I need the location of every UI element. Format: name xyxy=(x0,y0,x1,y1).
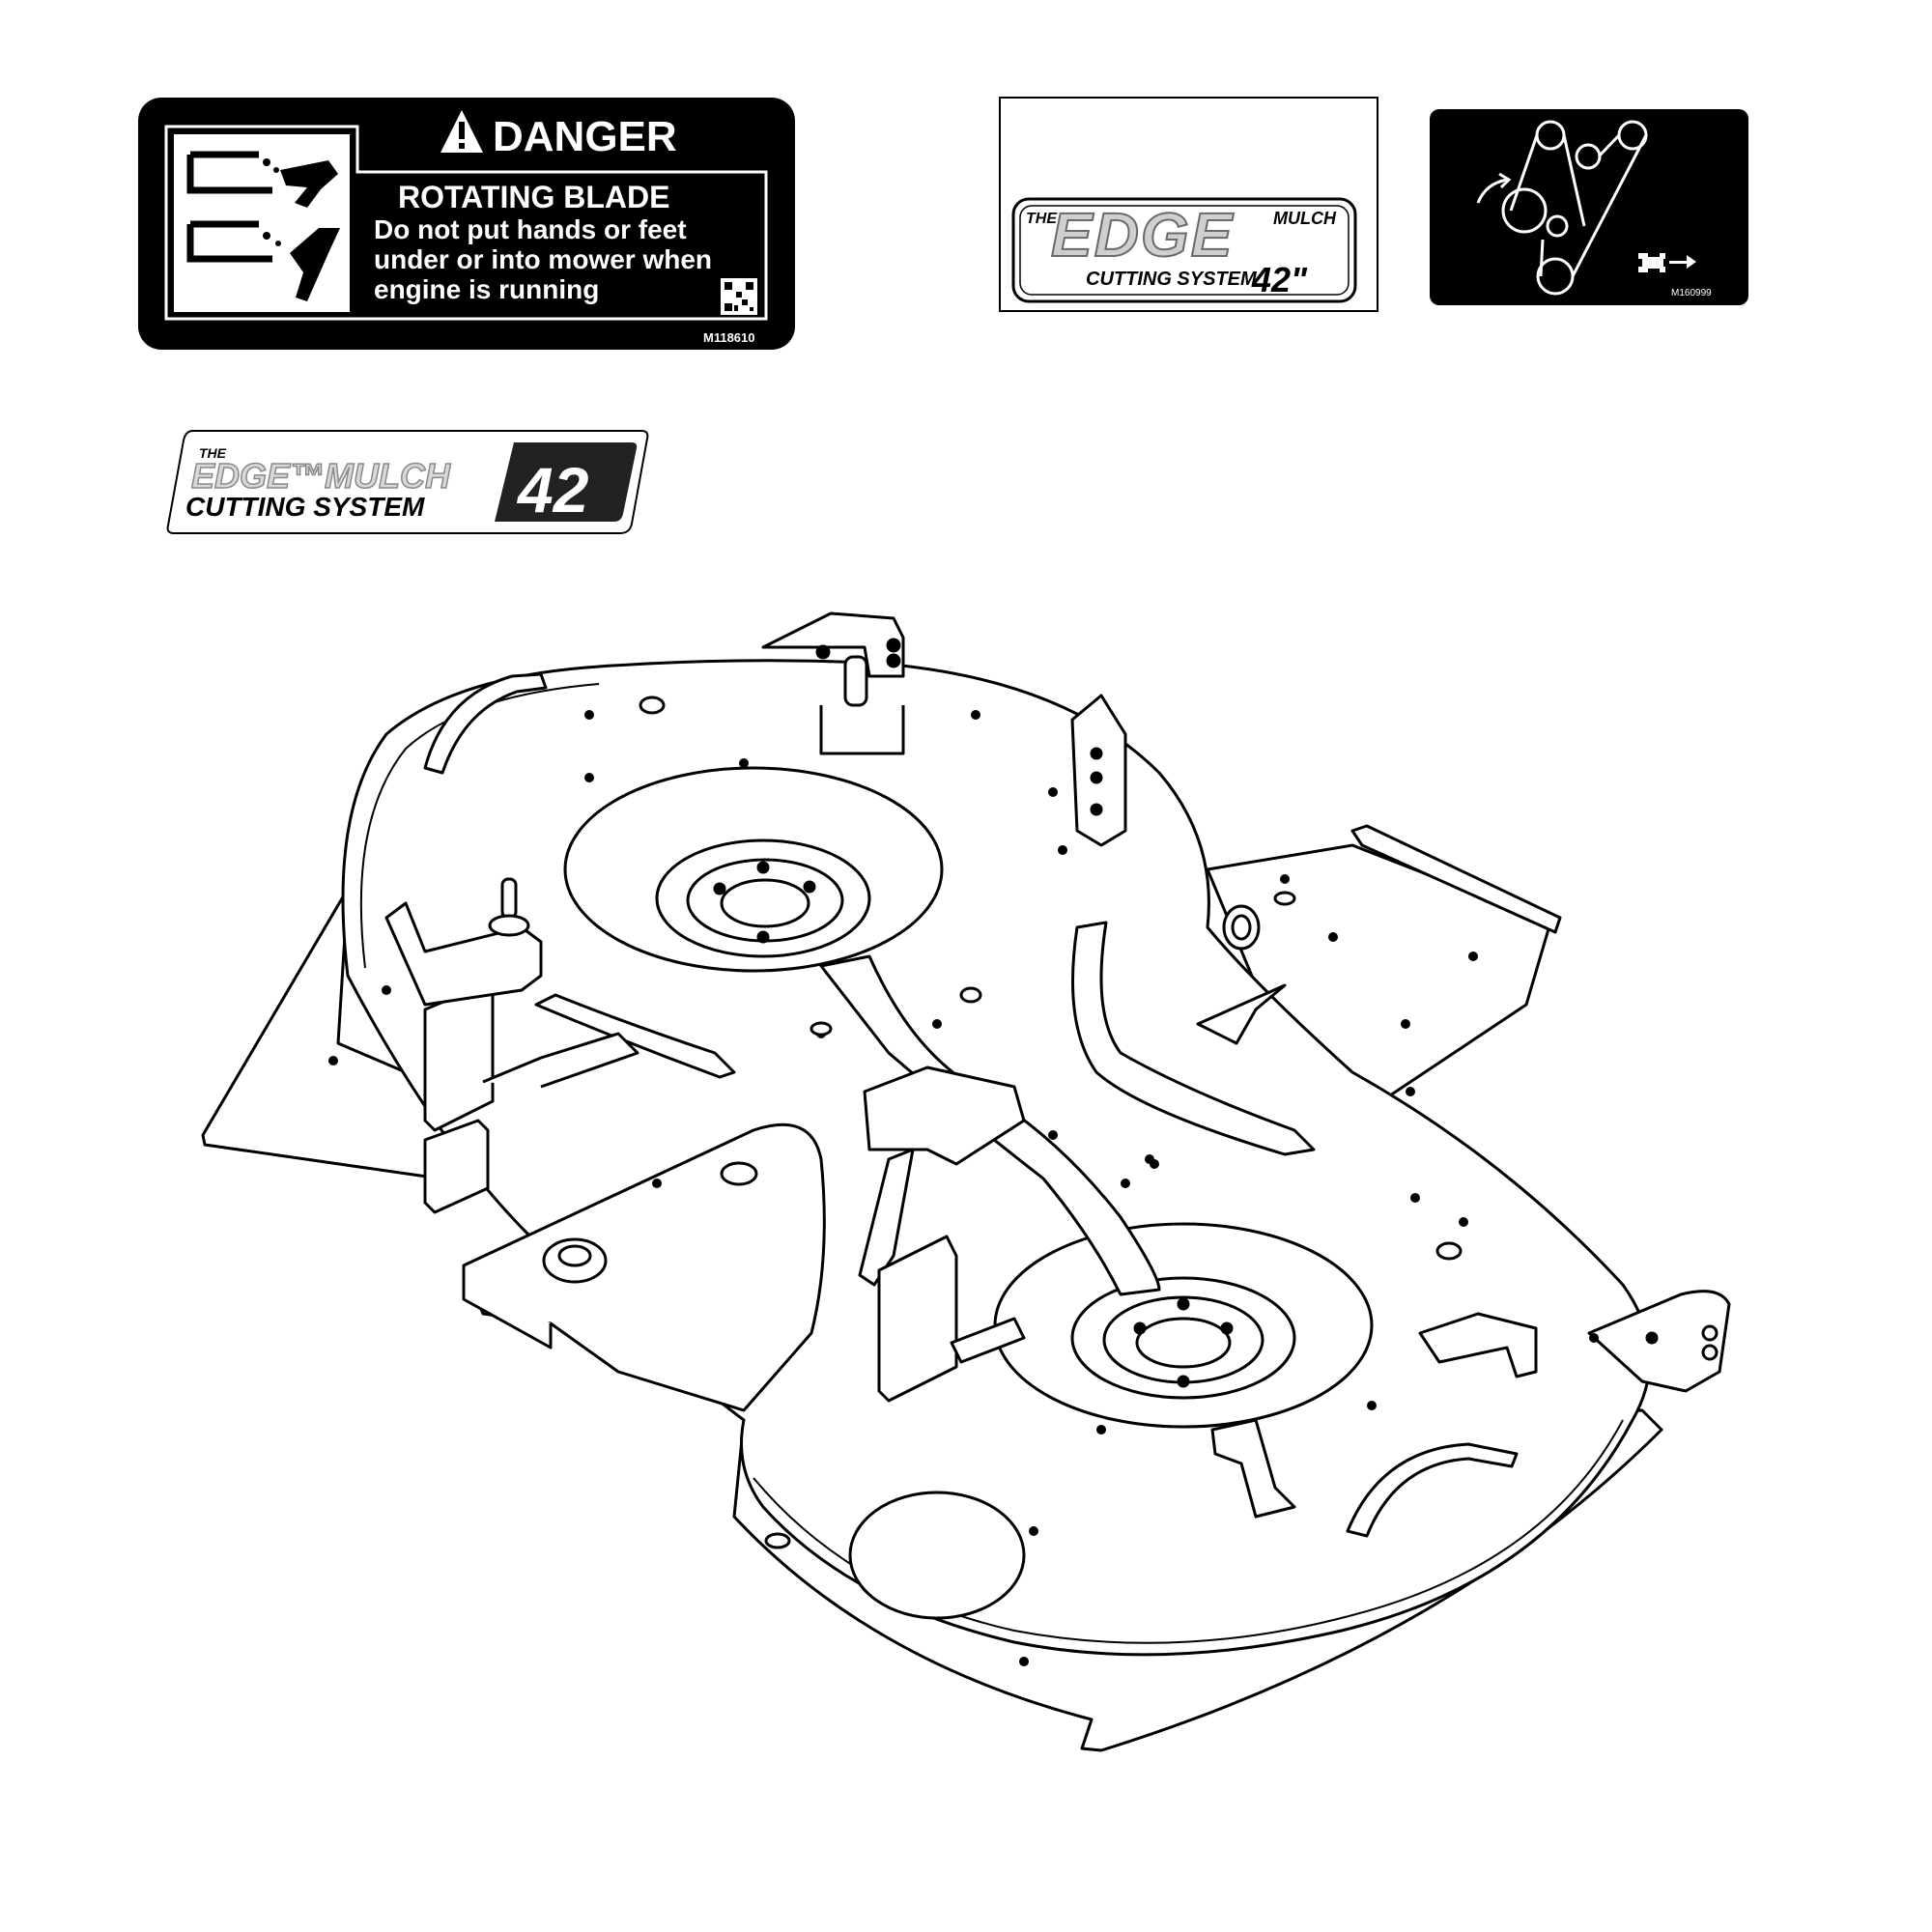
danger-line-1: Do not put hands or feet xyxy=(374,214,687,244)
baffle-strip-1 xyxy=(1071,921,1316,1156)
belt-routing-icon xyxy=(1476,120,1648,296)
deck-shell xyxy=(341,659,1652,1657)
danger-label: DANGER ROTATING BLADE Do not put hands o… xyxy=(138,98,795,350)
edge-mulch-label-old: THE EDGE MULCH CUTTING SYSTEM 42" xyxy=(999,97,1378,312)
right-spindle xyxy=(993,1222,1374,1429)
rear-top-bracket xyxy=(761,611,905,678)
qr-code-icon xyxy=(721,278,757,315)
left-spindle xyxy=(563,766,944,973)
belt-routing-label: M160999 xyxy=(1430,109,1748,305)
lower-left-hanger xyxy=(877,1235,958,1403)
left-lift-handle xyxy=(423,672,548,775)
edge-old-the: THE xyxy=(1026,211,1058,227)
edge-new-the: THE xyxy=(199,445,227,461)
left-bracket-lower xyxy=(423,1119,490,1214)
right-upper-bracket xyxy=(1070,694,1127,847)
mower-deck-drawing xyxy=(201,611,1731,1752)
danger-line-3: engine is running xyxy=(374,274,599,304)
left-pivot-arm xyxy=(384,901,543,1007)
lower-center-clip xyxy=(1210,1418,1296,1519)
rear-oval-boss xyxy=(848,1491,1026,1620)
baffle-strip-2 xyxy=(534,993,736,1079)
edge-new-size: 42 xyxy=(516,454,589,526)
danger-header: DANGER xyxy=(493,113,677,160)
tractor-direction-icon xyxy=(1638,253,1696,272)
right-hanger-plate xyxy=(1587,1290,1731,1393)
edge-old-mulch: MULCH xyxy=(1273,209,1337,228)
deck-holes xyxy=(328,710,1599,1666)
edge-old-cutting-system: CUTTING SYSTEM xyxy=(1086,269,1258,290)
belt-part-number: M160999 xyxy=(1671,288,1712,298)
rear-right-clip xyxy=(1418,1312,1538,1378)
edge-new-cutting-system: CUTTING SYSTEM xyxy=(185,492,425,522)
center-bracket xyxy=(863,1065,1026,1166)
edge-new-edge-mulch: EDGE™MULCH xyxy=(191,456,451,496)
hand-foot-pictogram-icon xyxy=(174,134,350,312)
edge-mulch-label-new: THE EDGE™MULCH CUTTING SYSTEM 42 xyxy=(166,430,649,534)
danger-line-2: under or into mower when xyxy=(374,244,712,274)
danger-part-number: M118610 xyxy=(703,330,755,345)
edge-old-size: 42" xyxy=(1251,260,1308,299)
warning-triangle-icon xyxy=(440,110,483,153)
right-lift-handle xyxy=(1346,1442,1519,1538)
front-hitch-plate xyxy=(462,1122,826,1412)
danger-subheader: ROTATING BLADE xyxy=(398,180,669,214)
edge-old-edge: EDGE xyxy=(1051,200,1235,270)
